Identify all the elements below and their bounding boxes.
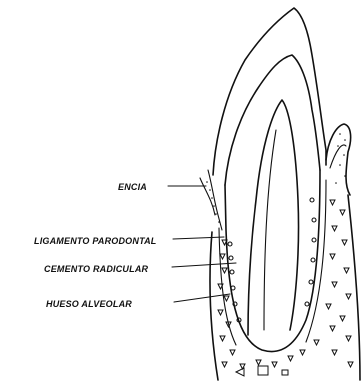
alveolar-bone-texture: [218, 200, 353, 369]
gingiva-right: [326, 124, 351, 195]
cementum-dots: [228, 198, 316, 322]
gingiva-left: [200, 170, 222, 230]
pulp-inner-line: [264, 130, 276, 330]
label-cemento-radicular: CEMENTO RADICULAR: [44, 264, 149, 274]
alveolar-bone-left: [210, 232, 218, 380]
root-outline: [225, 170, 320, 352]
gingiva-right-inner: [330, 145, 346, 168]
gingiva-right-stipple: [335, 133, 346, 184]
gingiva-left-stipple: [206, 181, 220, 223]
label-encia: ENCIA: [118, 182, 147, 192]
leader-ligamento: [173, 237, 224, 239]
leader-hueso: [174, 294, 230, 302]
label-ligamento-parodontal: LIGAMENTO PARODONTAL: [34, 236, 157, 246]
pulp-canal: [248, 100, 299, 335]
alveolar-bone-right: [348, 195, 360, 380]
label-hueso-alveolar: HUESO ALVEOLAR: [46, 299, 132, 309]
leader-cemento: [172, 263, 236, 267]
